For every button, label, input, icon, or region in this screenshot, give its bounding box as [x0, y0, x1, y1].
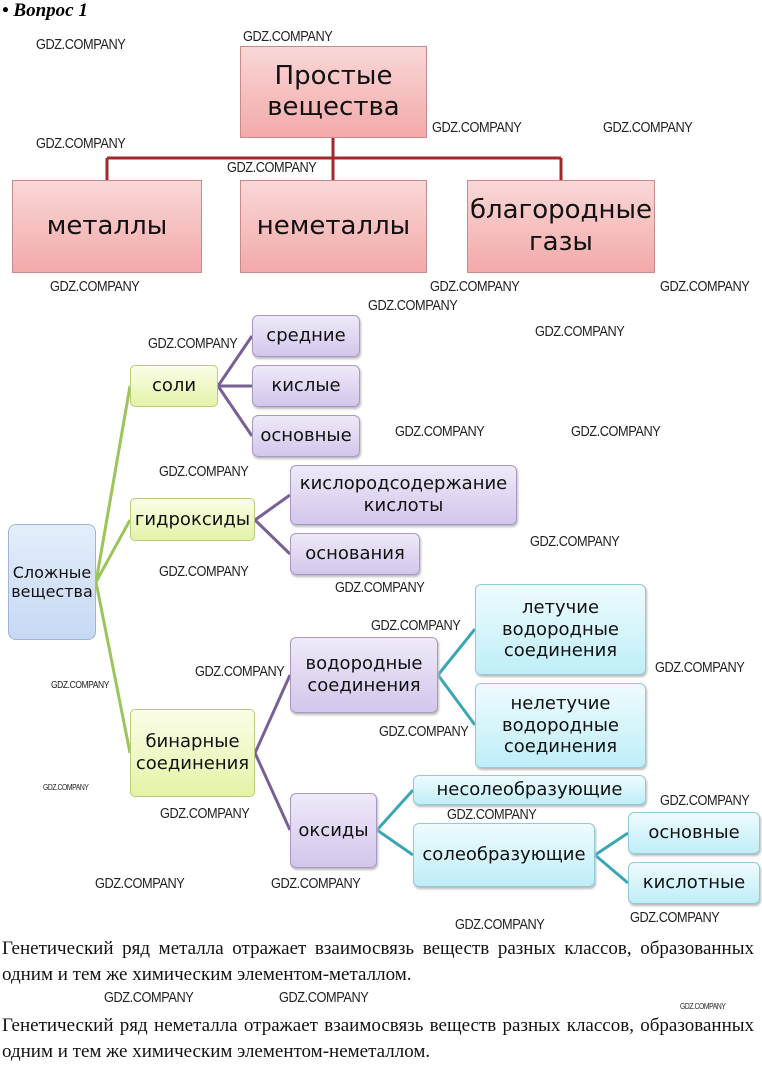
watermark: GDZ.COMPANY [368, 297, 458, 314]
watermark: GDZ.COMPANY [571, 423, 661, 440]
hydroxides-node: гидроксиды [130, 498, 255, 541]
simple-nonmetals: неметаллы [240, 180, 427, 273]
paragraph-nonmetal-series: Генетический ряд неметалла отражает взаи… [2, 1015, 754, 1062]
watermark: GDZ.COMPANY [655, 659, 745, 676]
oxides-node: оксиды [290, 793, 377, 868]
watermark: GDZ.COMPANY [603, 119, 693, 136]
watermark: GDZ.COMPANY [104, 989, 194, 1006]
watermark: GDZ.COMPANY [243, 28, 333, 45]
salts-acidic: кислые [252, 365, 360, 407]
watermark: GDZ.COMPANY [36, 135, 126, 152]
watermark: GDZ.COMPANY [371, 617, 461, 634]
watermark: GDZ.COMPANY [159, 463, 249, 480]
watermark: GDZ.COMPANY [432, 119, 522, 136]
watermark: GDZ.COMPANY [530, 533, 620, 550]
salts-basic: основные [252, 415, 360, 457]
teal-connectors [375, 628, 629, 885]
watermark: GDZ.COMPANY [195, 663, 285, 680]
watermark: GDZ.COMPANY [36, 36, 126, 53]
simple-root: Простые вещества [240, 46, 427, 138]
watermark: GDZ.COMPANY [630, 909, 720, 926]
hydrogen-compounds-node: водородные соединения [290, 637, 438, 713]
simple-connectors [105, 138, 563, 180]
watermark: GDZ.COMPANY [447, 806, 537, 823]
salts-node: соли [130, 365, 218, 407]
salts-normal: средние [252, 315, 360, 357]
watermark: GDZ.COMPANY [271, 875, 361, 892]
watermark: GDZ.COMPANY [535, 323, 625, 340]
basic-oxides-node: основные [628, 812, 760, 854]
watermark: GDZ.COMPANY [660, 278, 750, 295]
acidic-oxides-node: кислотные [628, 862, 760, 904]
binary-node: бинарные соединения [130, 709, 255, 797]
watermark: GDZ.COMPANY [95, 875, 185, 892]
question-title: • Вопрос 1 [2, 0, 88, 21]
bases-node: основания [290, 533, 420, 575]
watermark: GDZ.COMPANY [430, 278, 520, 295]
simple-noble-gases: благородные газы [467, 180, 655, 273]
watermark: GDZ.COMPANY [279, 989, 369, 1006]
simple-metals: металлы [12, 180, 202, 273]
watermark: GDZ.COMPANY [455, 916, 545, 933]
watermark: GDZ.COMPANY [148, 335, 238, 352]
watermark: GDZ.COMPANY [159, 563, 249, 580]
paragraph-metal-series: Генетический ряд металла отражает взаимо… [2, 938, 754, 985]
watermark: GDZ.COMPANY [379, 723, 469, 740]
watermark: GDZ.COMPANY [160, 805, 250, 822]
watermark: GDZ.COMPANY [335, 579, 425, 596]
complex-root: Сложные вещества [8, 524, 96, 640]
watermark: GDZ.COMPANY [51, 680, 109, 691]
purple-connectors [216, 335, 292, 831]
watermark: GDZ.COMPANY [395, 423, 485, 440]
salt-forming-node: солеобразующие [413, 823, 595, 887]
nonvolatile-hydrogen-node: нелетучие водородные соединения [475, 683, 646, 768]
watermark: GDZ.COMPANY [227, 159, 317, 176]
watermark: GDZ.COMPANY [43, 783, 89, 792]
watermark: GDZ.COMPANY [680, 1002, 726, 1011]
green-connectors [94, 385, 132, 754]
watermark: GDZ.COMPANY [50, 278, 140, 295]
volatile-hydrogen-node: летучие водородные соединения [475, 584, 646, 675]
watermark: GDZ.COMPANY [660, 792, 750, 809]
non-salt-forming-node: несолеобразующие [413, 775, 646, 805]
oxyacids-node: кислородсодержание кислоты [290, 465, 517, 525]
